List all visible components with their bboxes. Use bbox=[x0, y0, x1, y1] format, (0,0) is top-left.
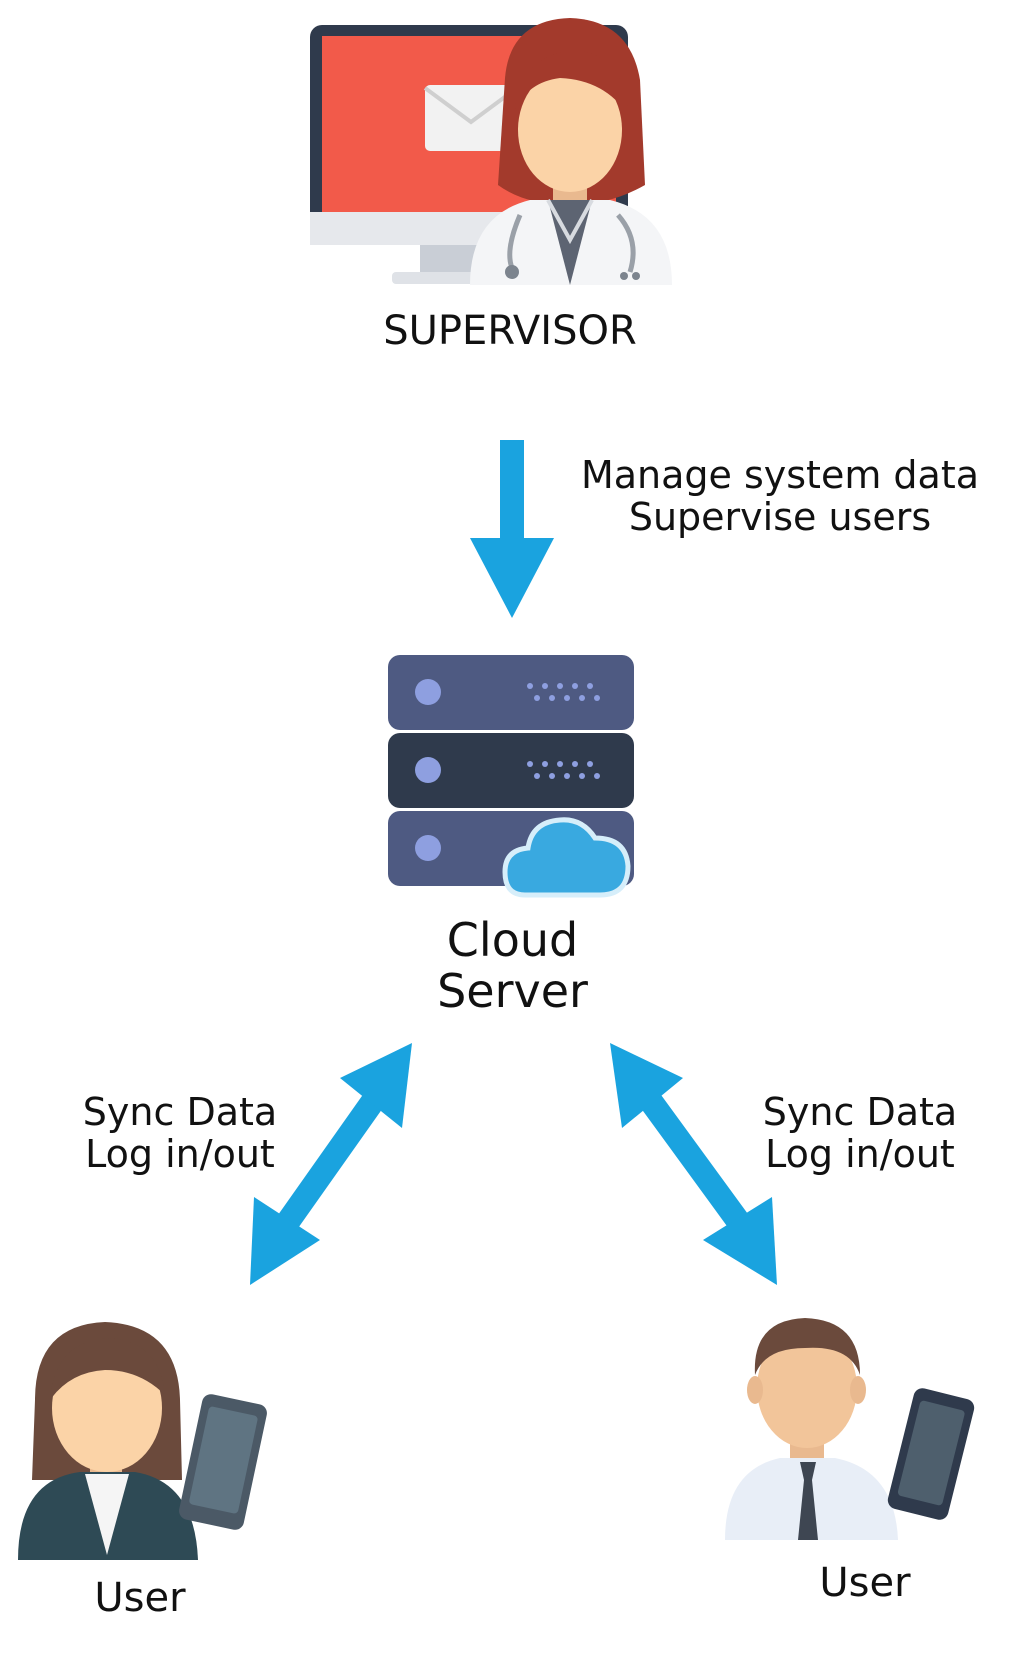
edge-label-line: Manage system data bbox=[580, 453, 980, 497]
arrow-supervisor-to-server bbox=[470, 440, 554, 618]
supervisor-icon bbox=[310, 18, 672, 285]
envelope-icon bbox=[423, 85, 519, 151]
arrow-server-user-right bbox=[610, 1043, 777, 1285]
cloud-server-icon bbox=[388, 655, 634, 898]
server-label-line: Server bbox=[437, 963, 588, 1018]
cloud-icon bbox=[502, 817, 631, 898]
server-label-line: Cloud bbox=[446, 913, 579, 967]
left-edge-label: Sync Data Log in/out bbox=[40, 1090, 320, 1176]
supervisor-label: SUPERVISOR bbox=[383, 308, 637, 354]
supervisor-edge-label: Manage system data Supervise users bbox=[555, 453, 1005, 539]
phone-icon bbox=[179, 1394, 267, 1530]
user-left-label: User bbox=[94, 1575, 186, 1621]
right-edge-label: Sync Data Log in/out bbox=[720, 1090, 1000, 1176]
cloud-server-label: Cloud Server bbox=[400, 915, 625, 1016]
edge-label-line: Sync Data bbox=[82, 1090, 278, 1134]
edge-label-line: Supervise users bbox=[628, 494, 932, 539]
woman-with-phone-icon bbox=[18, 1322, 267, 1560]
edge-label-line: Log in/out bbox=[765, 1131, 955, 1176]
phone-icon bbox=[887, 1388, 975, 1520]
edge-label-line: Sync Data bbox=[762, 1090, 958, 1134]
arrow-server-user-left bbox=[250, 1043, 412, 1285]
man-with-phone-icon bbox=[725, 1318, 975, 1540]
user-right-label: User bbox=[819, 1560, 911, 1606]
edge-label-line: Log in/out bbox=[85, 1131, 275, 1176]
